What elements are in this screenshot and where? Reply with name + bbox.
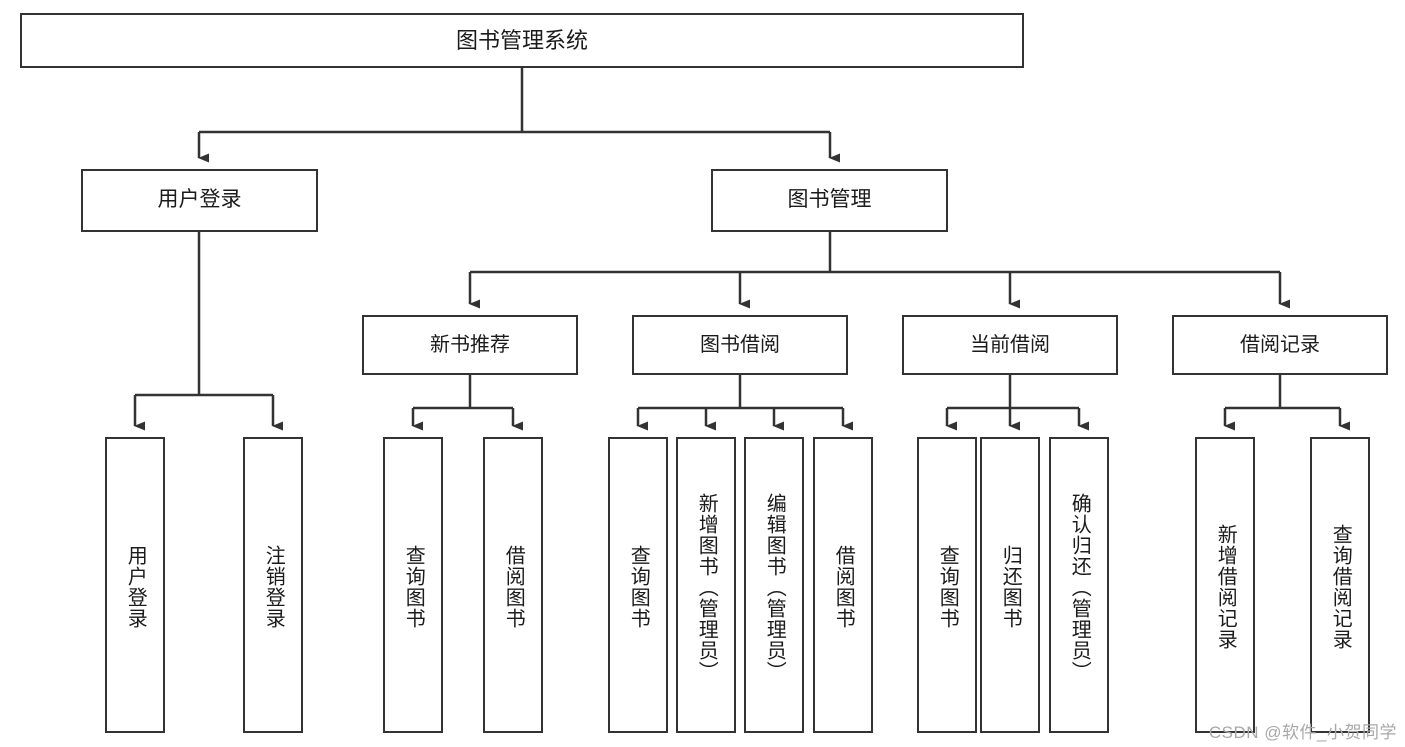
node-label: 查询图书 <box>936 545 959 629</box>
node-leaf-return-book[interactable]: 归还图书 <box>980 437 1040 733</box>
node-leaf-borrow-book-1[interactable]: 借阅图书 <box>483 437 543 733</box>
node-user-login[interactable]: 用户登录 <box>81 169 318 232</box>
node-label: 新增借阅记录 <box>1214 524 1237 650</box>
node-label: 当前借阅 <box>970 333 1050 356</box>
node-label: 归还图书 <box>999 545 1022 629</box>
node-leaf-edit-book[interactable]: 编辑图书（管理员） <box>744 437 804 733</box>
node-borrow-record[interactable]: 借阅记录 <box>1172 315 1388 375</box>
node-label: 借阅图书 <box>502 545 525 629</box>
node-current-borrow[interactable]: 当前借阅 <box>902 315 1118 375</box>
node-leaf-logout-login[interactable]: 注销登录 <box>243 437 303 733</box>
node-label: 用户登录 <box>157 188 242 212</box>
node-label: 编辑图书（管理员） <box>763 492 786 682</box>
node-label: 查询借阅记录 <box>1329 524 1352 650</box>
watermark-text: CSDN @软件_小贺同学 <box>1208 723 1397 742</box>
node-leaf-borrow-book-2[interactable]: 借阅图书 <box>813 437 873 733</box>
node-leaf-add-record[interactable]: 新增借阅记录 <box>1195 437 1255 733</box>
node-label: 借阅图书 <box>832 545 855 629</box>
node-book-management-system[interactable]: 图书管理系统 <box>20 13 1024 68</box>
node-label: 查询图书 <box>627 545 650 629</box>
node-label: 借阅记录 <box>1240 333 1320 356</box>
node-label: 确认归还（管理员） <box>1068 492 1091 682</box>
node-new-book-recommend[interactable]: 新书推荐 <box>362 315 578 375</box>
node-leaf-confirm-return[interactable]: 确认归还（管理员） <box>1049 437 1109 733</box>
node-label: 注销登录 <box>262 545 285 629</box>
node-leaf-query-record[interactable]: 查询借阅记录 <box>1310 437 1370 733</box>
node-leaf-query-book-2[interactable]: 查询图书 <box>608 437 668 733</box>
node-book-management[interactable]: 图书管理 <box>711 169 948 232</box>
node-leaf-add-book[interactable]: 新增图书（管理员） <box>676 437 736 733</box>
node-label: 查询图书 <box>402 545 425 629</box>
node-label: 图书借阅 <box>700 333 780 356</box>
node-label: 新书推荐 <box>430 333 510 356</box>
node-leaf-user-login[interactable]: 用户登录 <box>105 437 165 733</box>
node-label: 图书管理 <box>787 188 872 212</box>
node-label: 图书管理系统 <box>455 27 588 53</box>
node-book-borrow[interactable]: 图书借阅 <box>632 315 848 375</box>
node-label: 新增图书（管理员） <box>695 492 718 682</box>
node-leaf-query-book-3[interactable]: 查询图书 <box>917 437 977 733</box>
node-label: 用户登录 <box>124 545 147 629</box>
node-leaf-query-book-1[interactable]: 查询图书 <box>383 437 443 733</box>
